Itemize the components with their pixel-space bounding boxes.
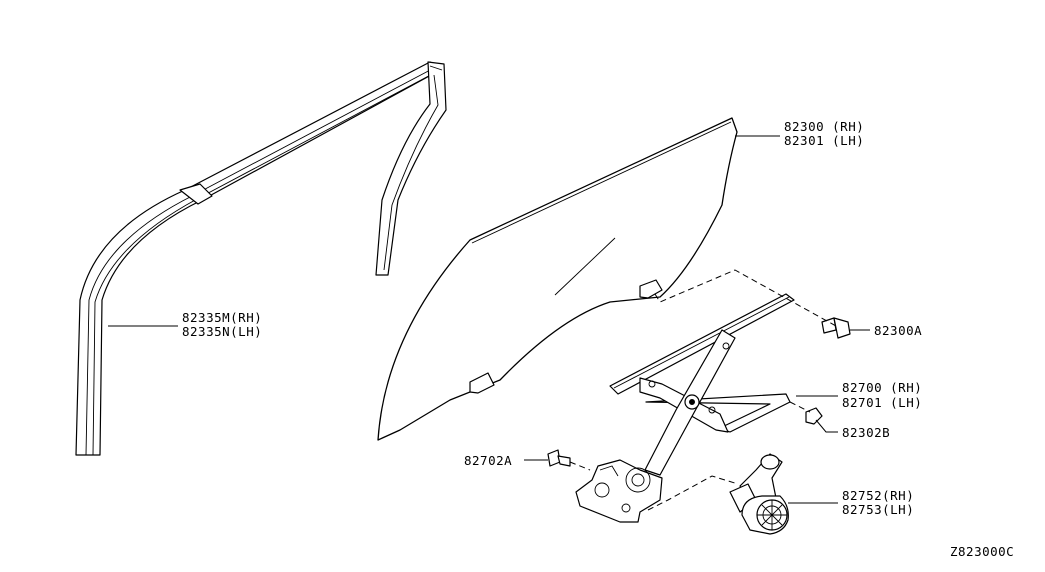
callout-bolt: 82300A (874, 323, 922, 338)
window-regulator-part (575, 293, 795, 523)
motor-dashed-line (647, 475, 739, 511)
callout-screw-line-1: 82702A (464, 453, 512, 468)
callout-clip-line-1: 82302B (842, 425, 890, 440)
clip-leader (815, 419, 838, 433)
callout-motor-line-2: 82753(LH) (842, 502, 914, 517)
callout-glass-line-2: 82301 (LH) (784, 133, 864, 148)
regulator-motor-part (729, 453, 789, 535)
callout-regulator-line-2: 82701 (LH) (842, 395, 922, 410)
callout-sash-line-1: 82335M(RH) (182, 310, 262, 325)
callout-glass-line-1: 82300 (RH) (784, 119, 864, 134)
callout-regulator: 82700 (RH) 82701 (LH) (842, 380, 922, 410)
screw-82702a-part (547, 449, 571, 467)
callout-motor-line-1: 82752(RH) (842, 488, 914, 503)
callout-sash: 82335M(RH) 82335N(LH) (182, 310, 262, 339)
screw-dashed-line (569, 461, 591, 471)
door-glass-part (377, 117, 738, 441)
sash-channel-part (75, 61, 447, 456)
callout-glass: 82300 (RH) 82301 (LH) (784, 119, 864, 148)
callout-screw: 82702A (464, 453, 512, 468)
clip-dashed-line (789, 401, 811, 413)
callout-clip: 82302B (842, 425, 890, 440)
callout-motor: 82752(RH) 82753(LH) (842, 488, 914, 517)
bolt-82300a-part (821, 317, 851, 339)
callout-sash-line-2: 82335N(LH) (182, 324, 262, 339)
clip-82302b-part (805, 407, 823, 425)
diagram-id-label: Z823000C (950, 544, 1014, 559)
glass-to-regulator-dashed-line (654, 269, 837, 327)
callout-regulator-line-1: 82700 (RH) (842, 380, 922, 395)
callout-bolt-line-1: 82300A (874, 323, 922, 338)
